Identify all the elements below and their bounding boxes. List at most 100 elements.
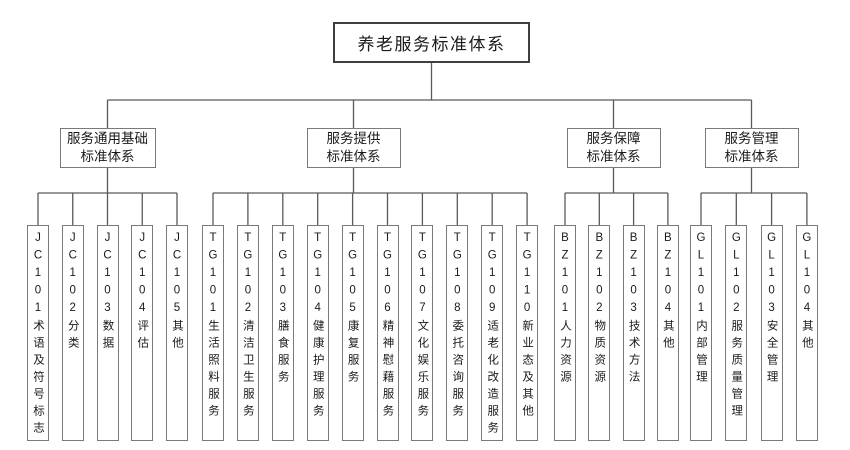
leaf-code: GL103: [765, 232, 778, 320]
leaf-node: TG101生活照料服务: [202, 225, 224, 441]
leaf-label: 数据: [101, 319, 114, 354]
branch-label-line2: 标准体系: [724, 149, 779, 164]
branch-node-3: 服务保障标准体系: [566, 128, 661, 168]
leaf-code: TG103: [276, 232, 289, 320]
leaf-text: TG103膳食服务: [273, 232, 293, 388]
leaf-text: TG108委托咨询服务: [447, 232, 467, 422]
leaf-node: BZ104其他: [656, 225, 679, 441]
leaf-code: TG107: [416, 232, 429, 320]
leaf-text: JC104评估: [132, 232, 152, 354]
leaf-label: 内部管理: [695, 319, 707, 388]
leaf-code: JC101: [32, 232, 44, 320]
leaf-node: TG103膳食服务: [271, 225, 294, 441]
leaf-node: BZ101人力资源: [554, 225, 576, 441]
leaf-label: 服务质量管理: [730, 319, 743, 422]
branch-label-line1: 服务保障: [586, 131, 641, 146]
leaf-text: GL103安全管理: [762, 232, 782, 388]
leaf-text: BZ103技术方法: [624, 232, 644, 388]
leaf-text: TG107文化娱乐服务: [412, 232, 432, 422]
leaf-node: TG102清洁卫生服务: [236, 225, 259, 441]
leaf-text: JC101术语及符号标志: [28, 232, 48, 439]
leaf-code: TG101: [207, 232, 219, 320]
leaf-node: JC105其他: [166, 225, 188, 441]
leaf-code: JC103: [101, 232, 114, 320]
leaf-text: JC103数据: [98, 232, 118, 354]
leaf-text: TG101生活照料服务: [203, 232, 223, 422]
branch-label-line2: 标准体系: [80, 149, 135, 164]
branch-label-line2: 标准体系: [326, 149, 381, 164]
leaf-code: JC105: [171, 232, 183, 320]
leaf-node: BZ103技术方法: [622, 225, 645, 441]
leaf-text: BZ102物质资源: [589, 232, 609, 388]
leaf-label: 精神慰藉服务: [381, 319, 394, 422]
leaf-node: TG104健康护理服务: [306, 225, 329, 441]
leaf-node: JC102分类: [61, 225, 84, 441]
branch-label-line1: 服务通用基础: [67, 131, 148, 146]
leaf-text: TG106精神慰藉服务: [378, 232, 398, 422]
leaf-code: TG106: [381, 232, 394, 320]
leaf-node: TG109适老化改造服务: [481, 225, 504, 441]
leaf-label: 分类: [66, 319, 79, 354]
leaf-code: JC104: [136, 232, 149, 320]
leaf-code: TG108: [451, 232, 464, 320]
leaf-code: GL102: [730, 232, 743, 320]
leaf-node: TG105康复服务: [341, 225, 364, 441]
leaf-label: 物质资源: [593, 319, 606, 388]
leaf-label: 安全管理: [765, 319, 778, 388]
leaf-code: TG110: [521, 232, 534, 320]
leaf-code: JC102: [66, 232, 79, 320]
branch-label-line2: 标准体系: [586, 149, 641, 164]
leaf-label: 健康护理服务: [311, 319, 324, 422]
leaf-code: BZ104: [661, 232, 674, 320]
leaf-text: TG109适老化改造服务: [482, 232, 502, 439]
leaf-text: BZ101人力资源: [555, 232, 575, 388]
leaf-label: 文化娱乐服务: [416, 319, 429, 422]
leaf-code: TG102: [241, 232, 254, 320]
leaf-code: BZ101: [559, 232, 571, 320]
leaf-text: TG105康复服务: [343, 232, 363, 388]
leaf-node: JC104评估: [131, 225, 154, 441]
leaf-label: 适老化改造服务: [486, 319, 499, 439]
leaf-text: JC102分类: [63, 232, 83, 354]
leaf-label: 生活照料服务: [207, 319, 219, 422]
leaf-node: TG108委托咨询服务: [446, 225, 469, 441]
leaf-label: 术语及符号标志: [32, 319, 44, 439]
leaf-code: BZ102: [593, 232, 606, 320]
leaf-node: GL101内部管理: [690, 225, 712, 441]
leaf-label: 其他: [800, 319, 813, 354]
leaf-label: 其他: [661, 319, 674, 354]
leaf-code: BZ103: [627, 232, 640, 320]
branch-label-line1: 服务管理: [724, 131, 779, 146]
leaf-node: TG110新业态及其他: [516, 225, 539, 441]
leaf-label: 新业态及其他: [521, 319, 534, 422]
leaf-label: 其他: [171, 319, 183, 354]
leaf-node: GL103安全管理: [760, 225, 783, 441]
leaf-label: 委托咨询服务: [451, 319, 464, 422]
leaf-text: GL104其他: [797, 232, 817, 354]
leaf-text: TG104健康护理服务: [308, 232, 328, 422]
leaf-text: BZ104其他: [658, 232, 678, 354]
leaf-label: 膳食服务: [276, 319, 289, 388]
leaf-text: TG110新业态及其他: [517, 232, 537, 422]
leaf-node: BZ102物质资源: [588, 225, 611, 441]
leaf-node: GL104其他: [795, 225, 818, 441]
leaf-code: TG104: [311, 232, 324, 320]
branch-node-2: 服务提供标准体系: [306, 128, 401, 168]
leaf-label: 清洁卫生服务: [241, 319, 254, 422]
leaf-text: GL101内部管理: [691, 232, 711, 388]
leaf-code: TG109: [486, 232, 499, 320]
leaf-label: 评估: [136, 319, 149, 354]
leaf-code: TG105: [346, 232, 359, 320]
leaf-code: GL101: [695, 232, 707, 320]
leaf-node: TG107文化娱乐服务: [411, 225, 434, 441]
leaf-label: 康复服务: [346, 319, 359, 388]
leaf-text: GL102服务质量管理: [726, 232, 746, 422]
leaf-text: JC105其他: [167, 232, 187, 354]
leaf-text: TG102清洁卫生服务: [238, 232, 258, 422]
root-label: 养老服务标准体系: [357, 35, 506, 54]
leaf-label: 技术方法: [627, 319, 640, 388]
leaf-code: GL104: [800, 232, 813, 320]
branch-label-line1: 服务提供: [326, 131, 381, 146]
branch-node-1: 服务通用基础标准体系: [59, 128, 156, 168]
